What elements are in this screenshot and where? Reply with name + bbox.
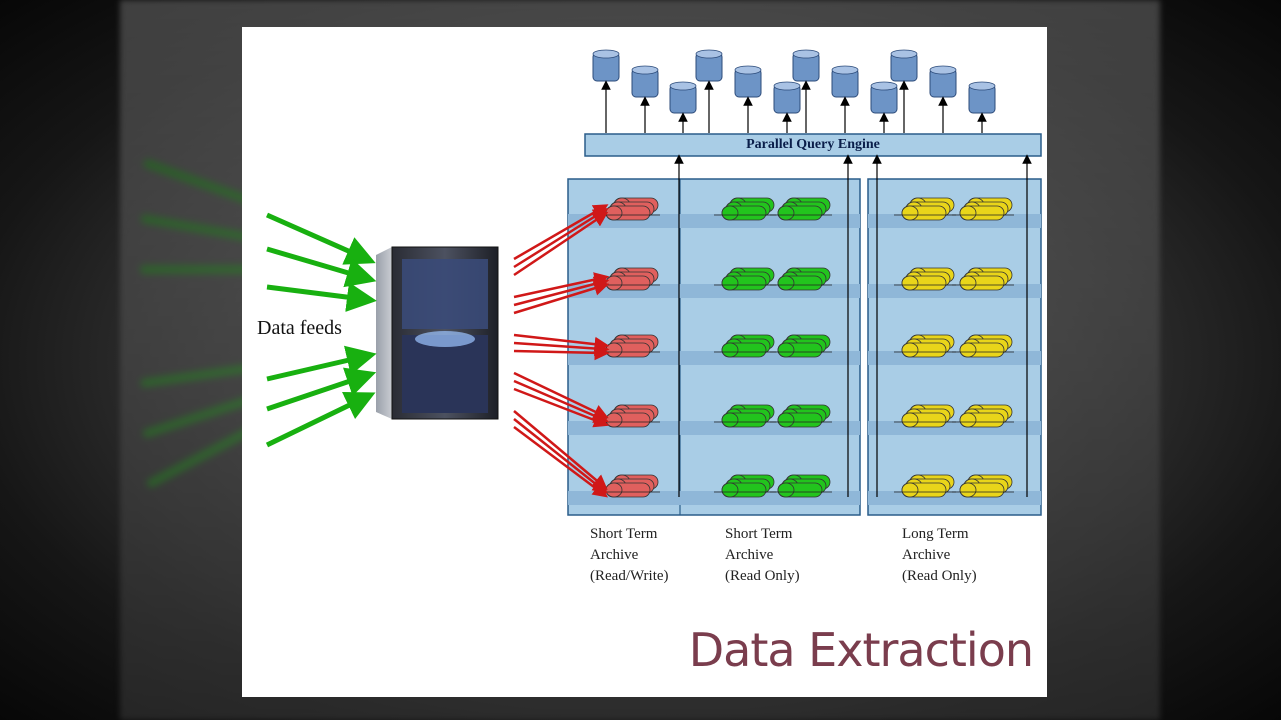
storage-node xyxy=(952,404,1014,428)
column-label-short-term-rw: Short Term Archive (Read/Write) xyxy=(590,524,669,587)
ingest-arrow xyxy=(513,204,609,261)
ingest-arrow xyxy=(513,211,609,277)
storage-node xyxy=(598,267,660,291)
feed-arrow xyxy=(266,246,377,288)
query-client-node xyxy=(592,49,620,133)
storage-node xyxy=(770,404,832,428)
ingest-arrow xyxy=(513,208,609,269)
row-band xyxy=(868,351,1041,365)
column-label-line: Archive xyxy=(902,547,951,563)
column-label-line: (Read Only) xyxy=(902,568,977,584)
storage-node xyxy=(952,334,1014,358)
query-client-node xyxy=(734,65,762,133)
ingest-arrow xyxy=(513,410,608,490)
architecture-diagram xyxy=(265,49,1042,516)
storage-node xyxy=(894,474,956,498)
query-client-node xyxy=(631,65,659,133)
ingest-arrow xyxy=(513,418,608,494)
storage-node xyxy=(952,474,1014,498)
storage-node xyxy=(770,334,832,358)
storage-node xyxy=(714,267,776,291)
storage-node xyxy=(714,404,776,428)
query-client-node xyxy=(773,81,801,133)
storage-node xyxy=(894,267,956,291)
column-label-short-term-ro: Short Term Archive (Read Only) xyxy=(725,524,800,587)
feed-arrow xyxy=(266,367,377,412)
feed-arrow xyxy=(265,212,376,265)
ingest-arrow xyxy=(513,379,609,423)
query-client-node xyxy=(870,81,898,133)
query-client-node xyxy=(890,49,918,133)
storage-node xyxy=(714,197,776,221)
query-client-node xyxy=(831,65,859,133)
column-label-line: Short Term xyxy=(725,526,793,542)
storage-node xyxy=(952,267,1014,291)
column-label-line: Long Term xyxy=(902,526,969,542)
storage-node xyxy=(770,197,832,221)
ingest-arrow xyxy=(513,333,610,352)
column-label-line: (Read Only) xyxy=(725,568,800,584)
ingest-arrow xyxy=(513,345,610,361)
query-client-node xyxy=(669,81,697,133)
column-label-line: Short Term xyxy=(590,526,658,542)
ingest-arrow xyxy=(513,371,609,419)
storage-node xyxy=(952,197,1014,221)
ingest-arrow xyxy=(513,341,610,356)
feed-arrow xyxy=(265,392,376,448)
column-label-line: Archive xyxy=(590,547,639,563)
storage-panel xyxy=(867,178,1042,516)
data-feeds-label: Data feeds xyxy=(257,317,342,339)
storage-node xyxy=(770,267,832,291)
server-tower xyxy=(376,246,499,420)
storage-node xyxy=(598,334,660,358)
row-band xyxy=(868,491,1041,505)
storage-node xyxy=(714,334,776,358)
storage-node xyxy=(598,197,660,221)
query-client-node xyxy=(792,49,820,133)
storage-node xyxy=(770,474,832,498)
storage-node xyxy=(894,404,956,428)
slide-title: Data Extraction xyxy=(688,623,1034,677)
ingest-arrow xyxy=(513,272,610,299)
feed-arrow xyxy=(266,345,377,382)
ingest-arrow xyxy=(513,387,609,428)
ingest-arrow xyxy=(513,426,608,498)
ingest-arrow xyxy=(513,281,610,315)
ingest-arrow xyxy=(513,276,610,307)
storage-node xyxy=(714,474,776,498)
storage-node xyxy=(894,334,956,358)
diagram-slide: Parallel Query Engine Data feeds Short T… xyxy=(242,27,1047,697)
row-band xyxy=(868,421,1041,435)
feed-arrow xyxy=(266,282,377,313)
query-client-node xyxy=(929,65,957,133)
row-band xyxy=(868,284,1041,298)
column-label-line: Archive xyxy=(725,547,774,563)
query-client-node xyxy=(695,49,723,133)
query-engine-label: Parallel Query Engine xyxy=(746,137,880,152)
query-client-node xyxy=(968,81,996,133)
column-label-long-term-ro: Long Term Archive (Read Only) xyxy=(902,524,977,587)
parallel-query-engine-bar xyxy=(584,133,1042,157)
storage-node xyxy=(894,197,956,221)
column-label-line: (Read/Write) xyxy=(590,568,669,584)
row-band xyxy=(868,214,1041,228)
storage-node xyxy=(598,474,660,498)
